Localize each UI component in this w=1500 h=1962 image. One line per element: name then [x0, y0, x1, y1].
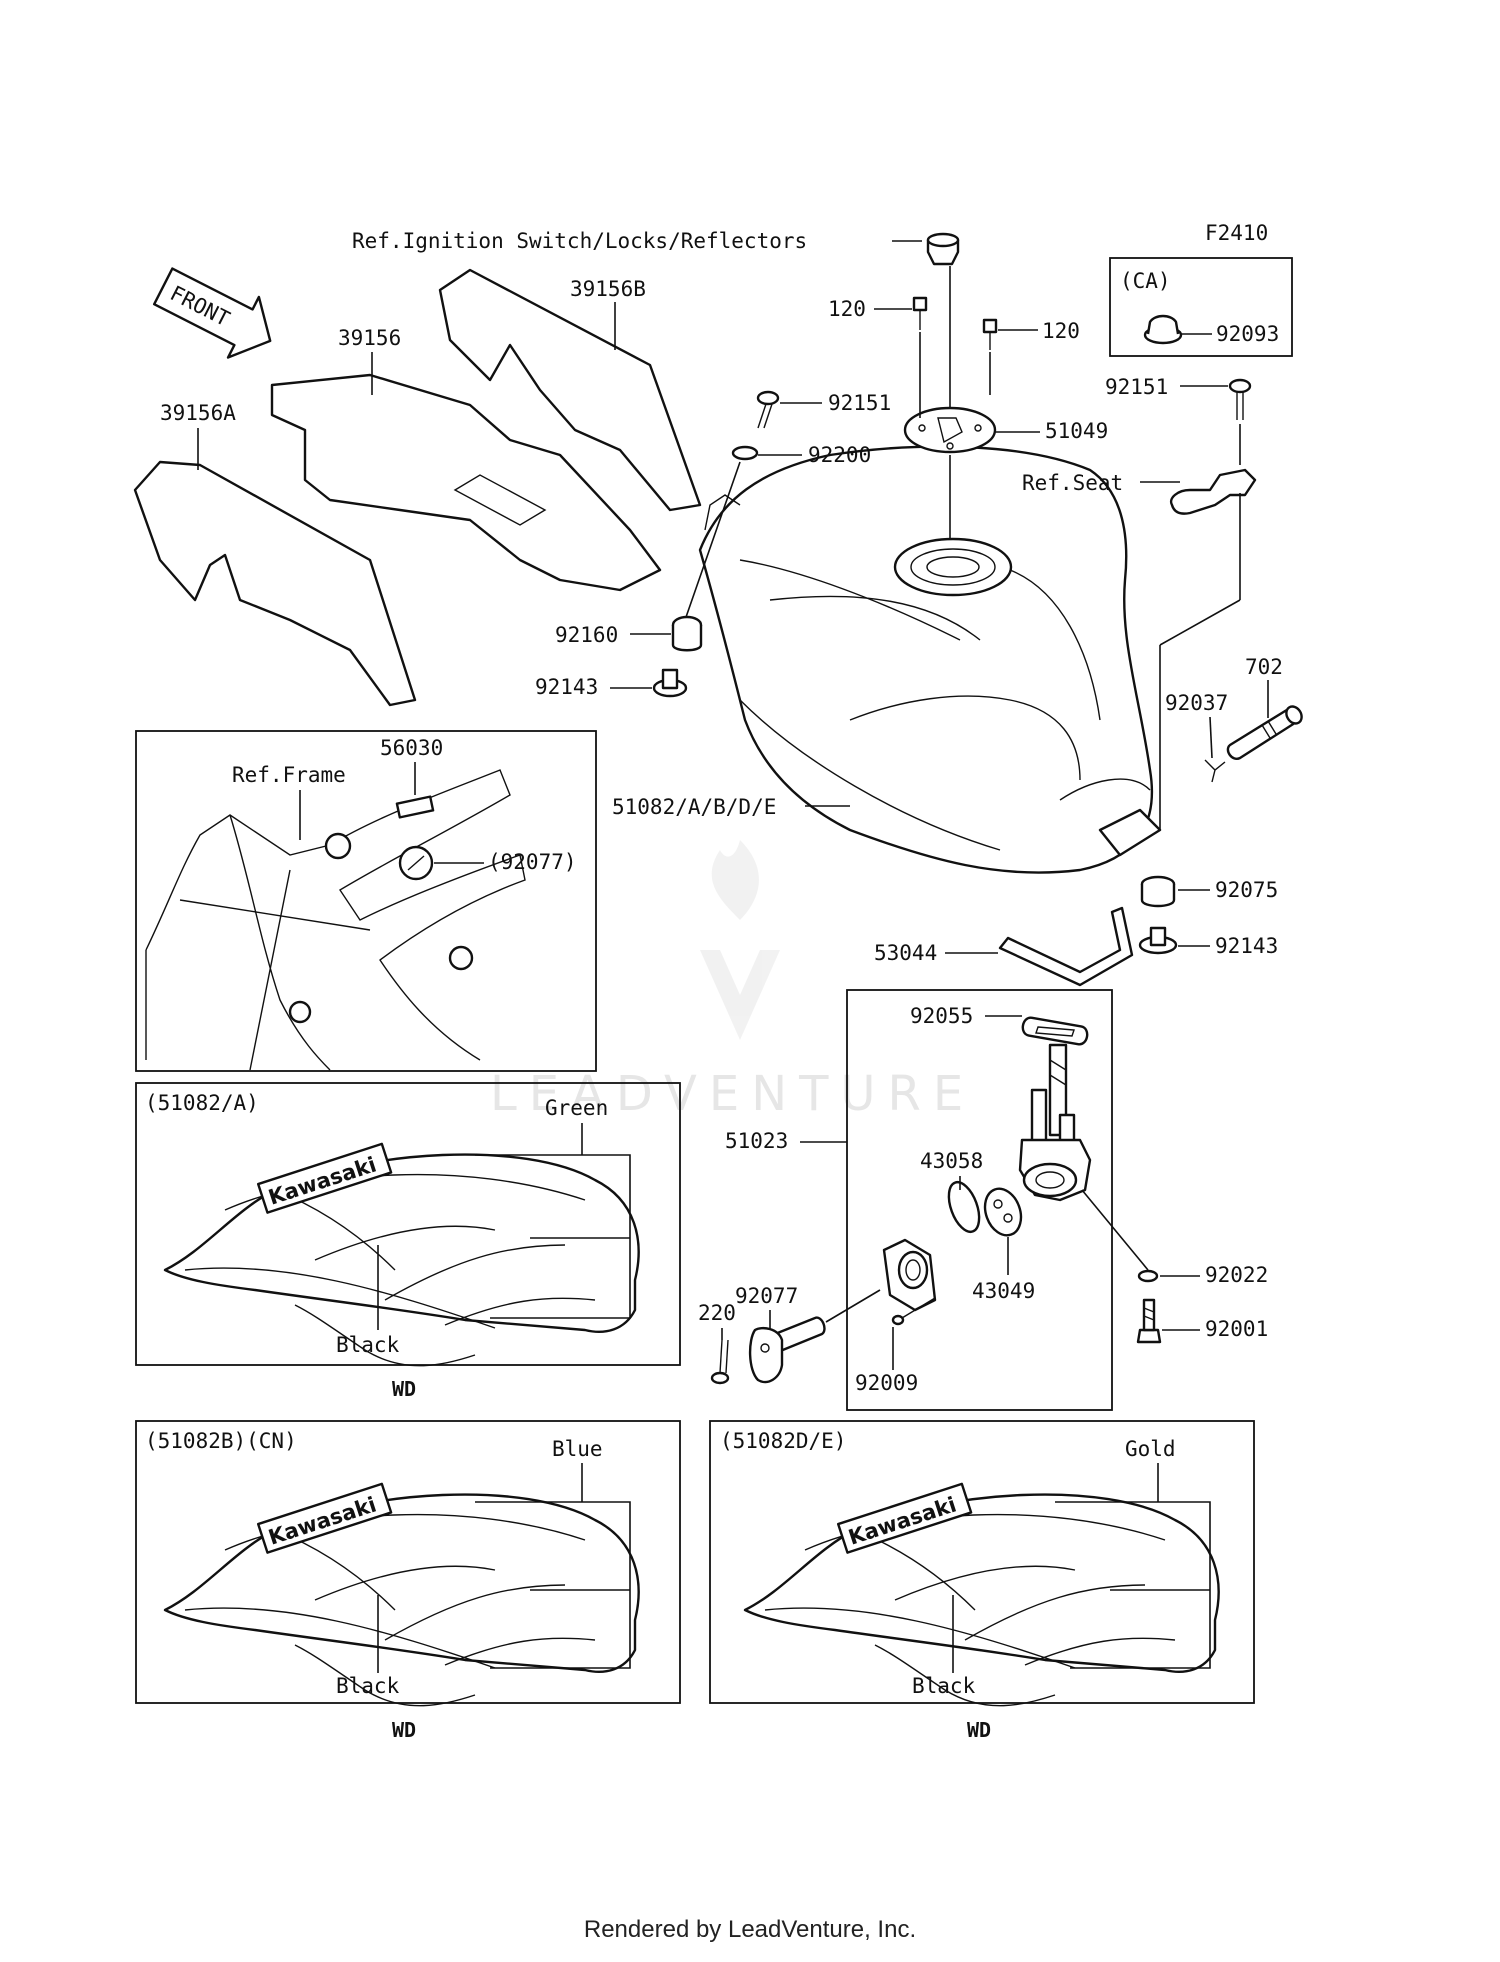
part-label-43058: 43058	[920, 1149, 983, 1173]
screw-92009	[891, 1297, 936, 1326]
oring-43058	[947, 1180, 981, 1234]
part-label-92200: 92200	[808, 443, 871, 467]
part-label-92151-right: 92151	[1105, 375, 1168, 399]
variant-b-title: (51082B)(CN)	[145, 1429, 297, 1453]
seat-bracket	[1169, 468, 1257, 515]
ignition-key-cylinder	[926, 232, 960, 266]
part-label-53044: 53044	[874, 941, 937, 965]
part-label-92022: 92022	[1205, 1263, 1268, 1287]
part-label-39156a: 39156A	[160, 401, 236, 425]
tap-plate	[882, 1238, 937, 1312]
part-label-92143-left: 92143	[535, 675, 598, 699]
damper-92075	[1140, 875, 1176, 908]
variant-b-region: WD	[392, 1718, 416, 1742]
part-label-120-right: 120	[1042, 319, 1080, 343]
insulator-39156	[270, 373, 662, 592]
ref-frame-box	[135, 730, 597, 1072]
part-label-120-left: 120	[828, 297, 866, 321]
fuel-cap	[903, 406, 997, 454]
fuel-tank	[698, 445, 1162, 874]
part-label-92160: 92160	[555, 623, 618, 647]
variant-de-color-top: Gold	[1125, 1437, 1176, 1461]
insulator-39156a	[133, 460, 417, 707]
variant-box-b	[135, 1420, 681, 1704]
variant-de-title: (51082D/E)	[720, 1429, 846, 1453]
gasket-43049	[983, 1187, 1023, 1237]
clip-92037	[1204, 759, 1226, 783]
part-label-51023: 51023	[725, 1129, 788, 1153]
part-label-92077-ref: (92077)	[488, 850, 577, 874]
part-label-92037: 92037	[1165, 691, 1228, 715]
bolt-120-left	[912, 296, 928, 330]
front-arrow-icon: FRONT	[152, 267, 272, 359]
variant-de-color-bottom: Black	[912, 1674, 976, 1698]
part-label-51049: 51049	[1045, 419, 1108, 443]
variant-de-tank: Kawasaki	[743, 1482, 1220, 1707]
fuel-tap-valve	[1018, 1043, 1092, 1202]
variant-b-color-bottom: Black	[336, 1674, 400, 1698]
variant-a-region: WD	[392, 1377, 416, 1401]
part-label-92009: 92009	[855, 1371, 918, 1395]
variant-a-tank: Kawasaki	[163, 1142, 640, 1367]
ref-seat-label: Ref.Seat	[1022, 471, 1123, 495]
washer-92200	[731, 445, 759, 461]
part-label-92151-left: 92151	[828, 391, 891, 415]
watermark-logo	[700, 840, 780, 1040]
variant-a-title: (51082/A)	[145, 1091, 259, 1115]
part-label-43049: 43049	[972, 1279, 1035, 1303]
part-label-39156b: 39156B	[570, 277, 646, 301]
screw-220	[710, 1339, 730, 1385]
ca-box-part: 92093	[1216, 322, 1279, 346]
variant-a-color-top: Green	[545, 1096, 608, 1120]
bracket-53044	[998, 906, 1134, 987]
ref-ignition-label: Ref.Ignition Switch/Locks/Reflectors	[352, 229, 807, 253]
damper-92160	[671, 615, 703, 652]
cap-92093	[1143, 314, 1183, 345]
variant-de-region: WD	[967, 1718, 991, 1742]
frame-drawing	[145, 769, 526, 1071]
part-label-92075: 92075	[1215, 878, 1278, 902]
part-label-92055: 92055	[910, 1004, 973, 1028]
washer-92022	[1137, 1269, 1159, 1283]
collar-92143-left	[652, 668, 688, 698]
collar-92143-right	[1138, 926, 1178, 955]
variant-b-color-top: Blue	[552, 1437, 603, 1461]
part-label-92001: 92001	[1205, 1317, 1268, 1341]
tap-lever-92077	[748, 1316, 826, 1384]
footer-credit: Rendered by LeadVenture, Inc.	[583, 1916, 917, 1943]
part-label-39156: 39156	[338, 326, 401, 350]
hose-702	[1226, 705, 1303, 760]
part-label-92143-right: 92143	[1215, 934, 1278, 958]
variant-a-color-bottom: Black	[336, 1333, 400, 1357]
part-label-51082: 51082/A/B/D/E	[612, 795, 776, 819]
part-label-56030: 56030	[380, 736, 443, 760]
part-label-92077: 92077	[735, 1284, 798, 1308]
ca-box	[1109, 257, 1293, 357]
gasket-92055	[1021, 1016, 1089, 1046]
part-label-702: 702	[1245, 655, 1283, 679]
bolt-92001	[1136, 1298, 1162, 1344]
ref-frame-label: Ref.Frame	[232, 763, 346, 787]
variant-box-de	[709, 1420, 1255, 1704]
figure-code: F2410	[1205, 221, 1268, 245]
variant-b-tank: Kawasaki	[163, 1482, 640, 1707]
part-label-220: 220	[698, 1301, 736, 1325]
screw-92151-right	[1228, 378, 1252, 420]
insulator-39156b	[438, 268, 702, 512]
ca-box-title: (CA)	[1120, 269, 1171, 293]
bolt-120-right	[982, 318, 998, 350]
screw-92151-left	[756, 390, 780, 429]
watermark-text: LEADVENTURE	[490, 1066, 975, 1122]
fuel-tap-box	[846, 989, 1113, 1411]
